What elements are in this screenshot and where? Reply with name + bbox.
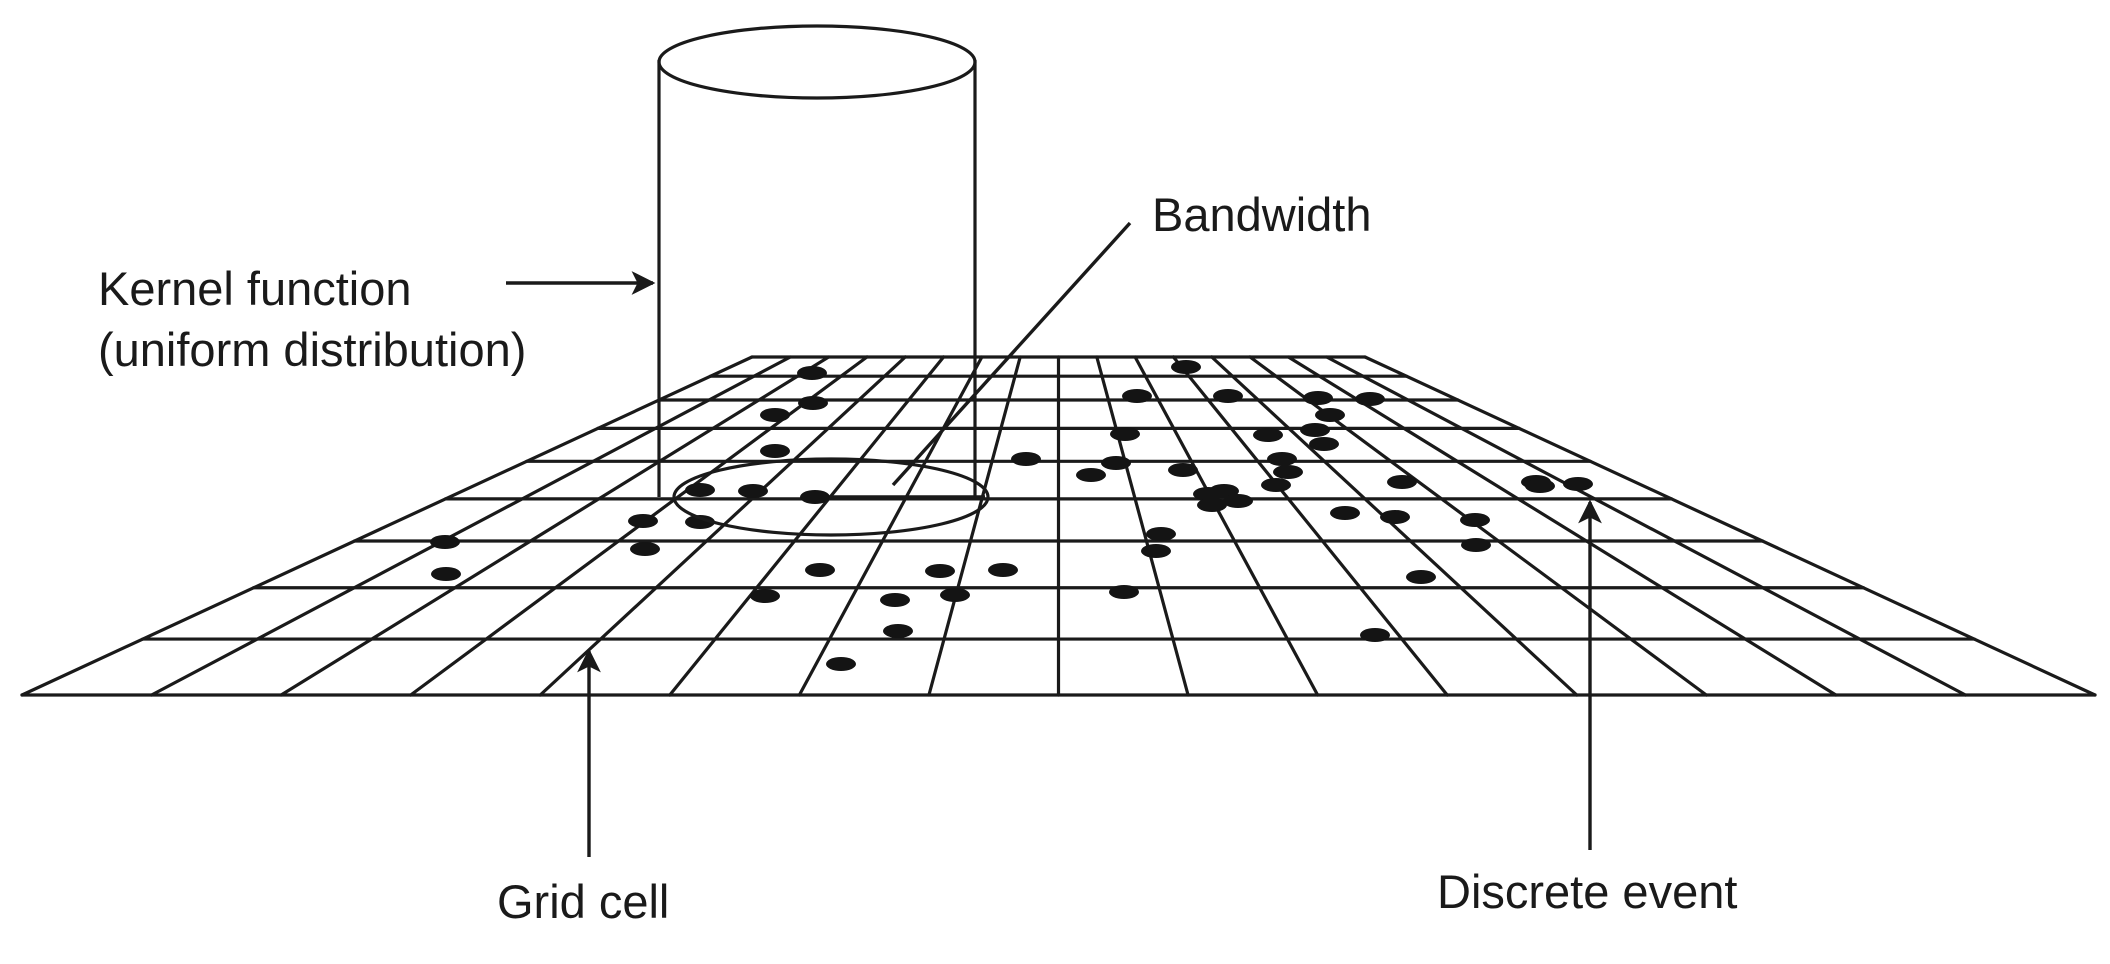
event-point <box>1303 391 1333 405</box>
discrete-event-label: Discrete event <box>1437 865 1737 918</box>
grid-column-line <box>1286 355 1838 697</box>
event-point <box>1300 423 1330 437</box>
event-point <box>1525 479 1555 493</box>
event-point <box>1267 452 1297 466</box>
grid-column-line <box>1210 355 1579 697</box>
event-point <box>1171 360 1201 374</box>
event-point <box>1076 468 1106 482</box>
event-point <box>1387 475 1417 489</box>
event-point <box>1315 408 1345 422</box>
event-point <box>826 657 856 671</box>
event-point <box>805 563 835 577</box>
event-point <box>1122 389 1152 403</box>
grid-column-line <box>20 355 754 697</box>
event-point <box>1355 392 1385 406</box>
event-point <box>1261 478 1291 492</box>
bandwidth-label: Bandwidth <box>1152 188 1372 241</box>
annotation-leaders <box>506 221 1602 857</box>
event-point <box>800 490 830 504</box>
event-point <box>1101 456 1131 470</box>
grid-column-line <box>797 355 984 697</box>
event-point <box>798 396 828 410</box>
event-point <box>880 593 910 607</box>
event-point <box>1223 494 1253 508</box>
event-point <box>630 542 660 556</box>
perspective-grid-plane <box>20 355 2097 697</box>
grid-column-line <box>149 355 792 697</box>
event-point <box>1146 527 1176 541</box>
event-point <box>1360 628 1390 642</box>
event-point <box>760 444 790 458</box>
event-point <box>738 484 768 498</box>
event-point <box>1197 498 1227 512</box>
event-point <box>1168 463 1198 477</box>
event-point <box>431 567 461 581</box>
cylinder-base-ellipse <box>672 457 990 537</box>
event-point <box>1563 477 1593 491</box>
kernel-function-label: Kernel function <box>98 262 412 315</box>
event-point <box>1406 570 1436 584</box>
grid-column-line <box>1363 355 2097 697</box>
event-point <box>750 589 780 603</box>
event-point <box>1309 437 1339 451</box>
event-point <box>883 624 913 638</box>
event-point <box>1461 538 1491 552</box>
event-point <box>1141 544 1171 558</box>
event-point <box>1109 585 1139 599</box>
grid-column-line <box>668 355 946 697</box>
grid-column-line <box>1171 355 1449 697</box>
cylinder-top-ellipse <box>657 24 977 100</box>
grid-column-line <box>1325 355 1968 697</box>
grid-column-line <box>279 355 831 697</box>
grid-column-line <box>1095 355 1190 697</box>
bandwidth-leader-line <box>891 221 1132 487</box>
event-point <box>925 564 955 578</box>
event-point <box>797 366 827 380</box>
event-point <box>988 563 1018 577</box>
event-point <box>1330 506 1360 520</box>
event-point <box>1110 427 1140 441</box>
event-point <box>628 514 658 528</box>
event-point <box>685 515 715 529</box>
grid-cell-label: Grid cell <box>497 875 669 928</box>
event-point <box>1253 428 1283 442</box>
event-point <box>1380 510 1410 524</box>
grid-column-line <box>1133 355 1320 697</box>
grid-column-line <box>927 355 1022 697</box>
annotation-labels: Kernel function (uniform distribution) B… <box>98 188 1737 928</box>
event-point <box>1011 452 1041 466</box>
kernel-function-sublabel: (uniform distribution) <box>98 323 526 376</box>
event-point <box>430 535 460 549</box>
event-point <box>1460 513 1490 527</box>
event-point <box>940 588 970 602</box>
event-point <box>1193 487 1223 501</box>
kernel-cylinder <box>657 24 990 537</box>
event-point <box>685 483 715 497</box>
event-point <box>1273 465 1303 479</box>
event-point <box>1213 389 1243 403</box>
discrete-events <box>430 360 1593 671</box>
event-point <box>760 408 790 422</box>
